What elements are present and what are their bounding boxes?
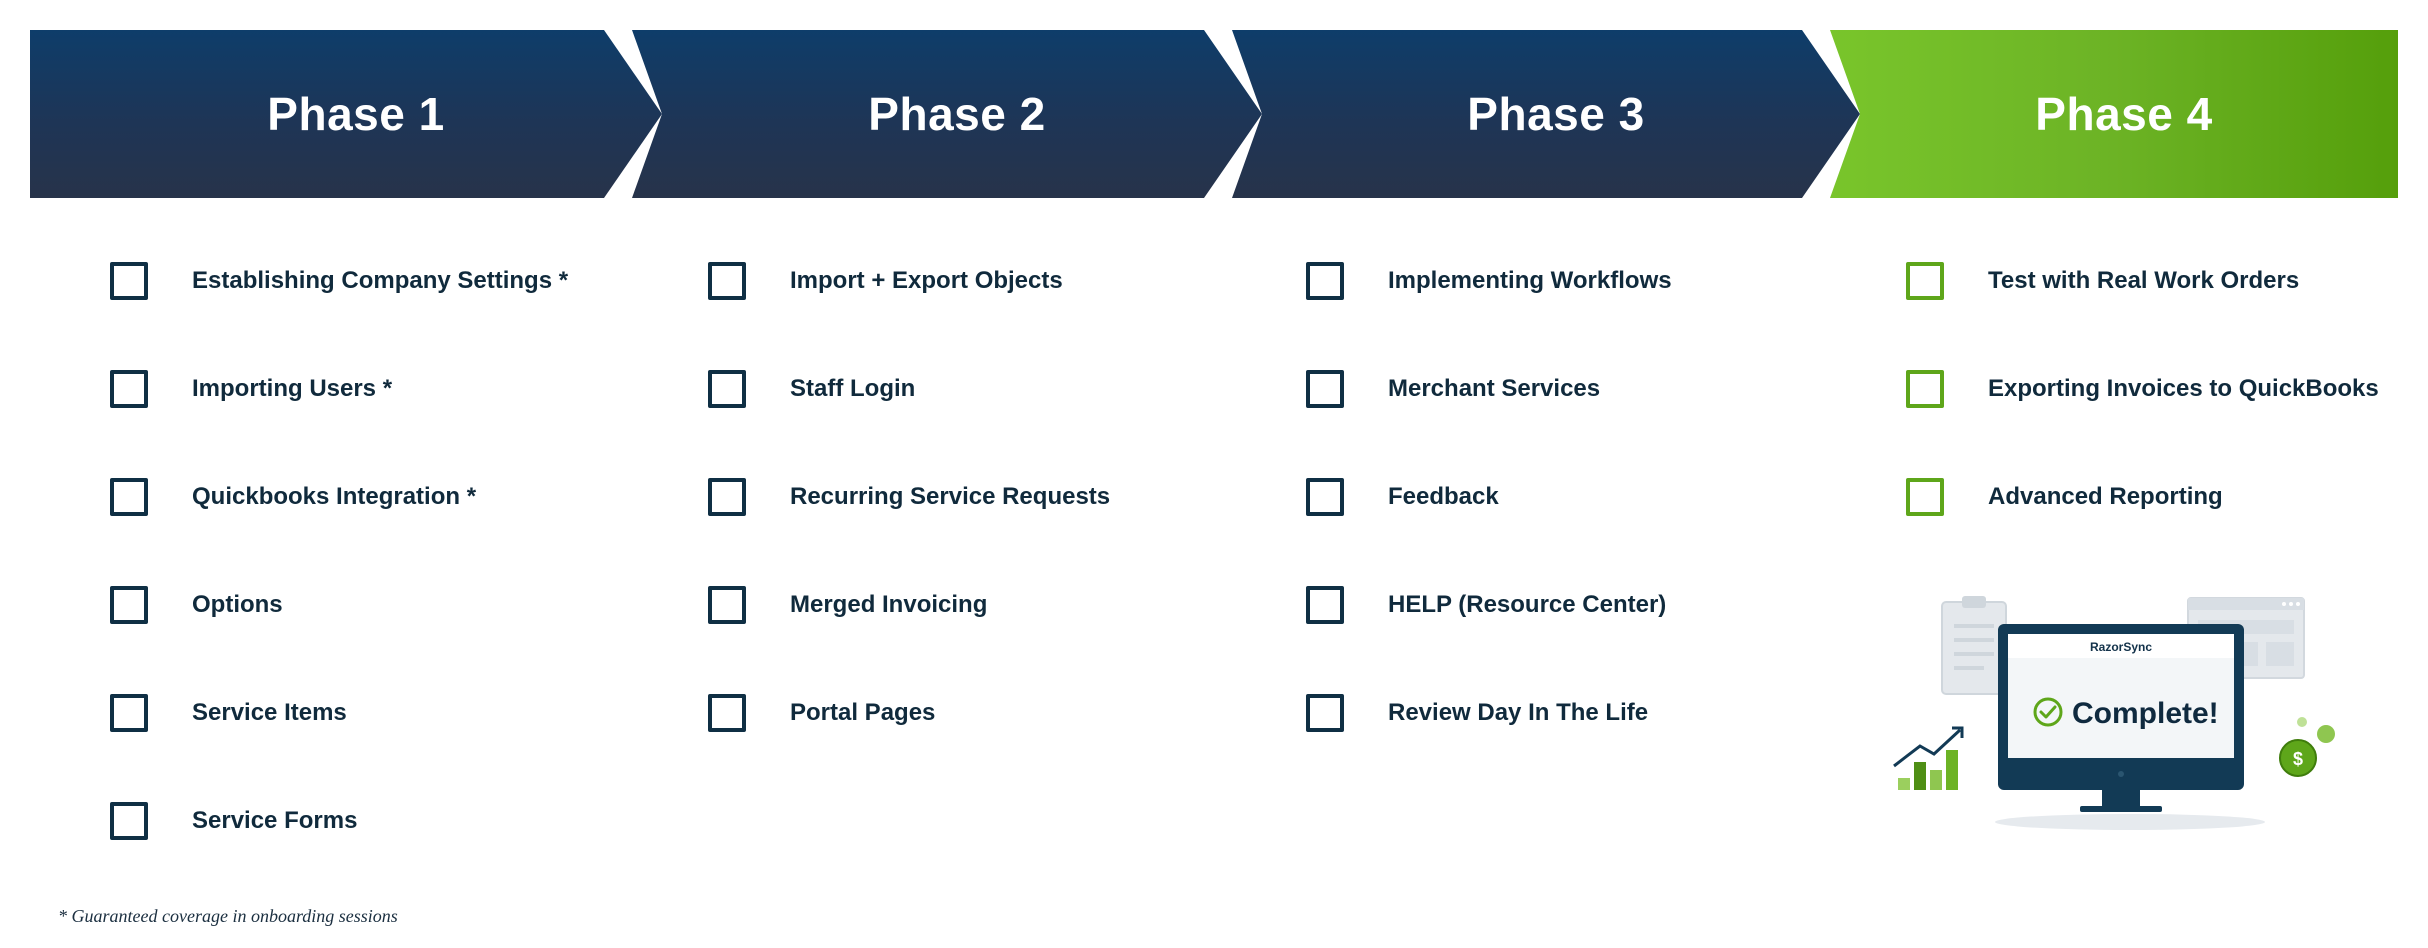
checkbox[interactable] — [1906, 262, 1944, 300]
checklist-item-label: Implementing Workflows — [1388, 267, 1672, 294]
check-circle-icon — [2033, 697, 2063, 727]
completion-illustration: RazorSync Complete! $ — [1880, 590, 2360, 840]
checkbox[interactable] — [1306, 586, 1344, 624]
checkbox[interactable] — [110, 478, 148, 516]
phase-2-item[interactable]: Portal Pages — [708, 688, 935, 738]
monitor-icon — [1998, 624, 2244, 812]
phase-1-item[interactable]: Establishing Company Settings * — [110, 256, 568, 306]
checklist-item-label: Advanced Reporting — [1988, 483, 2223, 510]
phase-2-item[interactable]: Recurring Service Requests — [708, 472, 1110, 522]
checklist-item-label: Exporting Invoices to QuickBooks — [1988, 375, 2379, 402]
shadow — [1995, 814, 2265, 830]
checkbox[interactable] — [708, 370, 746, 408]
checkbox[interactable] — [1306, 478, 1344, 516]
phase-3-item[interactable]: Feedback — [1306, 472, 1499, 522]
phase-4-header: Phase 4 — [1830, 30, 2398, 198]
growth-chart-icon — [1893, 726, 1964, 790]
phase-4-item[interactable]: Exporting Invoices to QuickBooks — [1906, 364, 2379, 414]
checkbox[interactable] — [708, 586, 746, 624]
checklist-item-label: Test with Real Work Orders — [1988, 267, 2300, 294]
checklist-item-label: HELP (Resource Center) — [1388, 591, 1667, 618]
checkbox[interactable] — [1306, 370, 1344, 408]
checklist-item-label: Import + Export Objects — [790, 267, 1063, 294]
checkbox[interactable] — [708, 478, 746, 516]
phase-2-item[interactable]: Staff Login — [708, 364, 915, 414]
checklist-item-label: Merged Invoicing — [790, 591, 988, 618]
phase-2-title: Phase 2 — [868, 88, 1046, 140]
coin-icon: $ — [2279, 717, 2335, 777]
checklist-item-label: Review Day In The Life — [1388, 699, 1649, 726]
phase-1-item[interactable]: Service Items — [110, 688, 347, 738]
checklist-item-label: Merchant Services — [1388, 375, 1601, 402]
phase-3-item[interactable]: Implementing Workflows — [1306, 256, 1672, 306]
checklist-item-label: Staff Login — [790, 375, 916, 402]
phase-1-item[interactable]: Service Forms — [110, 796, 357, 846]
brand-logo-text: RazorSync — [2090, 640, 2152, 654]
coin-symbol: $ — [2293, 749, 2303, 769]
phase-4-item[interactable]: Advanced Reporting — [1906, 472, 2223, 522]
phase-3-title: Phase 3 — [1467, 88, 1645, 140]
checkbox[interactable] — [110, 586, 148, 624]
checklist-item-label: Feedback — [1388, 483, 1499, 510]
checklist-item-label: Options — [192, 591, 283, 618]
phase-2-header: Phase 2 — [632, 30, 1262, 198]
checklist-item-label: Service Items — [192, 699, 347, 726]
checkbox[interactable] — [110, 262, 148, 300]
phase-4-item[interactable]: Test with Real Work Orders — [1906, 256, 2299, 306]
checklist-item-label: Recurring Service Requests — [790, 483, 1111, 510]
phase-1-item[interactable]: Importing Users * — [110, 364, 392, 414]
checklist-item-label: Service Forms — [192, 807, 358, 834]
checklist-item-label: Importing Users * — [192, 375, 393, 402]
phase-3-item[interactable]: Review Day In The Life — [1306, 688, 1648, 738]
checklist-item-label: Portal Pages — [790, 699, 936, 726]
phase-1-item[interactable]: Quickbooks Integration * — [110, 472, 476, 522]
footnote: * Guaranteed coverage in onboarding sess… — [58, 906, 398, 926]
computer-complete-illustration: RazorSync Complete! $ — [1893, 596, 2335, 830]
checkbox[interactable] — [1306, 262, 1344, 300]
phase-1-header: Phase 1 — [30, 30, 662, 198]
checkbox[interactable] — [1906, 478, 1944, 516]
phase-1-item[interactable]: Options — [110, 580, 283, 630]
checkbox[interactable] — [1306, 694, 1344, 732]
phase-3-item[interactable]: HELP (Resource Center) — [1306, 580, 1666, 630]
clipboard-icon — [1941, 596, 2007, 695]
phase-1-title: Phase 1 — [267, 88, 445, 140]
checklist-item-label: Establishing Company Settings * — [192, 267, 569, 294]
complete-status-text: Complete! — [2072, 697, 2219, 730]
checkbox[interactable] — [110, 802, 148, 840]
phase-2-item[interactable]: Import + Export Objects — [708, 256, 1063, 306]
phase-3-header: Phase 3 — [1232, 30, 1860, 198]
checkbox[interactable] — [110, 370, 148, 408]
checklist-item-label: Quickbooks Integration * — [192, 483, 477, 510]
phase-4-title: Phase 4 — [2035, 88, 2213, 140]
phase-2-item[interactable]: Merged Invoicing — [708, 580, 987, 630]
checkbox[interactable] — [110, 694, 148, 732]
checkbox[interactable] — [1906, 370, 1944, 408]
checkbox[interactable] — [708, 262, 746, 300]
checkbox[interactable] — [708, 694, 746, 732]
phase-3-item[interactable]: Merchant Services — [1306, 364, 1600, 414]
